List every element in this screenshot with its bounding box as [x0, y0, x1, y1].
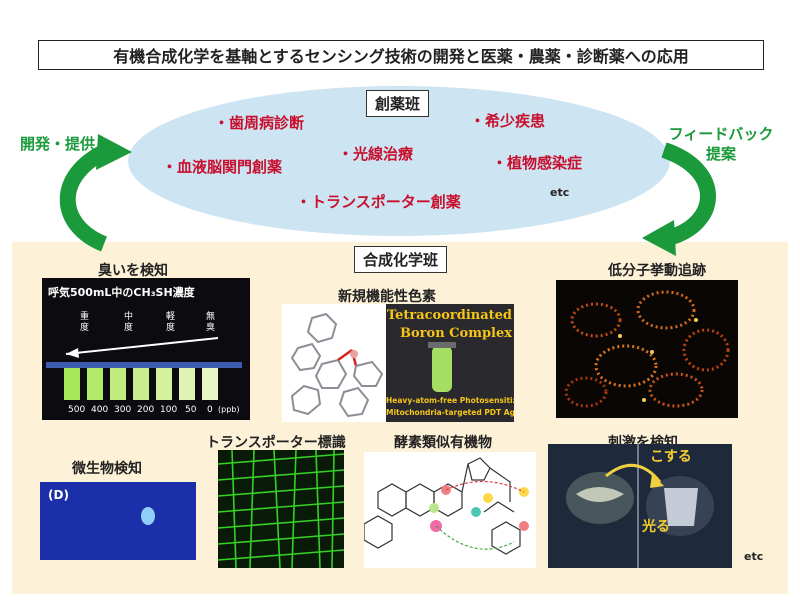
dye-sub2: Mitochondria-targeted PDT Agent — [386, 408, 514, 417]
main-title-text: 有機合成化学を基軸とするセンシング技術の開発と医薬・農薬・診断薬への応用 — [113, 47, 689, 66]
vial-300 — [110, 368, 126, 400]
tick-400: 400 — [91, 405, 109, 415]
tick-200: 200 — [137, 405, 155, 415]
vial-50 — [179, 368, 195, 400]
left-arrow-head — [96, 134, 132, 170]
main-title: 有機合成化学を基軸とするセンシング技術の開発と医薬・農薬・診断薬への応用 — [38, 40, 764, 70]
tracking-image — [556, 280, 738, 418]
dye-structure — [282, 304, 386, 422]
enzyme-drawing — [364, 457, 529, 555]
stimulus-image: こする 光る — [548, 444, 732, 568]
microbe-glow — [141, 507, 155, 525]
molecule-drawing — [290, 312, 384, 418]
vial-0 — [202, 368, 218, 400]
odor-arrow-head — [66, 348, 79, 358]
pharma-item-rare-disease: ・希少疾患 — [470, 112, 546, 130]
odor-heading: 呼気500mL中のCH₃SH濃度 — [48, 286, 195, 299]
synthesis-etc: etc — [744, 550, 764, 563]
dye-line1: Tetracoordinated — [386, 308, 512, 323]
enzyme-structure — [364, 452, 536, 568]
tick-100: 100 — [160, 405, 178, 415]
dye-image: Tetracoordinated Boron Complex Heavy-ato… — [282, 304, 514, 422]
pharma-item-bbb: ・血液脳関門創薬 — [162, 158, 283, 176]
develop-provide-label: 開発・提供 — [20, 135, 96, 153]
tracking-caption: 低分子挙動追跡 — [608, 263, 706, 279]
pharma-item-phototherapy: ・光線治療 — [338, 145, 414, 163]
odor-caption: 臭いを検知 — [98, 263, 168, 279]
feedback-label-line2: 提案 — [705, 145, 736, 163]
microbe-tag: (D) — [48, 488, 69, 502]
tracking-fluorescence — [564, 290, 730, 408]
dye-line2: Boron Complex — [400, 326, 512, 341]
stimulus-arrow-head — [650, 474, 664, 488]
tick-0: 0 — [207, 405, 213, 415]
pharma-item-plant-infection: ・植物感染症 — [492, 154, 583, 172]
feedback-label-line1: フィードバック — [668, 125, 774, 143]
microbe-image: (D) — [40, 482, 196, 560]
pharma-team-label: 創薬班 — [366, 90, 430, 117]
synthesis-team-label: 合成化学班 — [354, 246, 448, 273]
pharma-etc: etc — [550, 186, 570, 199]
transporter-caption: トランスポーター標識 — [206, 435, 346, 451]
enzyme-caption: 酵素類似有機物 — [394, 435, 492, 451]
stimulus-glow-label: 光る — [642, 519, 670, 535]
vial-100 — [156, 368, 172, 400]
transporter-cells — [218, 450, 344, 568]
transporter-image — [218, 450, 344, 568]
vial-400 — [87, 368, 103, 400]
tick-unit: (ppb) — [218, 405, 240, 414]
dye-caption: 新規機能性色素 — [338, 289, 436, 305]
pharma-item-transporter: ・トランスポーター創薬 — [296, 193, 461, 211]
tick-300: 300 — [114, 405, 132, 415]
stimulus-rub-label: こする — [650, 449, 692, 465]
odor-level-none: 無臭 — [206, 312, 216, 333]
odor-level-light: 軽度 — [166, 312, 176, 333]
feedback-label: フィードバック 提案 — [666, 124, 776, 164]
odor-level-heavy: 重度 — [80, 312, 90, 333]
odor-photo: 呼気500mL中のCH₃SH濃度 重度 中度 軽度 無臭 500 400 300… — [42, 278, 250, 420]
pharma-item-periodontal: ・歯周病診断 — [214, 114, 305, 132]
odor-level-medium: 中度 — [124, 312, 134, 333]
vial-200 — [133, 368, 149, 400]
odor-vials — [46, 337, 242, 400]
dye-vial — [428, 342, 456, 392]
tick-50: 50 — [185, 405, 197, 415]
stimulus-drawing — [566, 444, 714, 568]
vial-500 — [64, 368, 80, 400]
tick-500: 500 — [68, 405, 86, 415]
dye-sub1: Heavy-atom-free Photosensitizer — [386, 396, 514, 405]
microbe-caption: 微生物検知 — [72, 461, 142, 477]
